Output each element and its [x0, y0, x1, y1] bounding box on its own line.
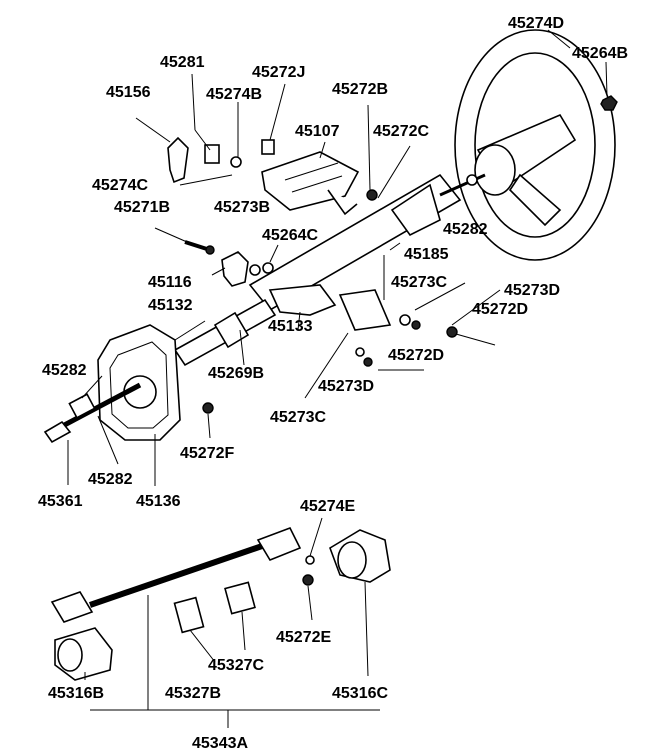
upper-bracket: [261, 151, 360, 216]
intermediate-shaft: [50, 526, 302, 623]
label-bolt-d-right: 45272D: [472, 301, 528, 318]
label-bearing-left: 45282: [42, 362, 87, 379]
label-boot-bearing: 45282: [88, 471, 133, 488]
label-steering-wheel: 45274D: [508, 15, 564, 32]
label-nut-c-mid: 45273C: [391, 274, 447, 291]
label-upper-bolt: 45272B: [332, 81, 388, 98]
label-bolt-f: 45272F: [180, 445, 234, 462]
label-washer-e: 45274E: [300, 498, 355, 515]
label-joint-cover-b: 45316B: [48, 685, 104, 702]
label-bolt-b: 45271B: [114, 199, 170, 216]
label-nut-b: 45273B: [214, 199, 270, 216]
label-nut-c-lower: 45273C: [270, 409, 326, 426]
label-lever-pivot: 45281: [160, 54, 205, 71]
label-sleeve-c: 45327C: [208, 657, 264, 674]
part-labels: 45274D 45264B 45281 45272J 45156 45274B …: [38, 15, 628, 752]
label-mast-jacket: 45132: [148, 297, 193, 314]
label-lever-washer: 45274B: [206, 86, 262, 103]
steering-wheel: [454, 29, 616, 261]
joint-cover-b: [54, 627, 113, 681]
label-bolt-e: 45272E: [276, 629, 331, 646]
joint-cover-c: [329, 529, 391, 583]
label-nut-d-lower: 45273D: [318, 378, 374, 395]
small-fasteners: [302, 555, 315, 586]
label-column-tube: 45185: [404, 246, 449, 263]
lever-assembly: [167, 136, 275, 184]
label-lever: 45156: [106, 84, 151, 101]
label-wheel-end-bearing: 45282: [443, 221, 488, 238]
mast-jacket: [173, 298, 277, 367]
label-joint-cover-c: 45316C: [332, 685, 388, 702]
bolt-b: [184, 240, 215, 255]
label-nut-c-top: 45264C: [262, 227, 318, 244]
label-washer-c: 45274C: [92, 177, 148, 194]
label-shaft-end: 45361: [38, 493, 83, 510]
sleeves: [173, 581, 256, 634]
leader-lines: [67, 29, 608, 728]
wheel-nut: [600, 95, 618, 111]
label-bracket-bolt-top: 45272J: [252, 64, 305, 81]
lower-shaft: [43, 382, 142, 444]
label-wheel-nut: 45264B: [572, 45, 628, 62]
label-bolt-d-lower: 45272D: [388, 347, 444, 364]
label-upper-bolt-c: 45272C: [373, 123, 429, 140]
lever-knob: [221, 251, 274, 287]
label-nut-d-right: 45273D: [504, 282, 560, 299]
label-boot-plate: 45136: [136, 493, 181, 510]
clamp-area: [268, 174, 478, 367]
label-sleeve-b: 45327B: [165, 685, 221, 702]
label-shaft-assembly: 45343A: [192, 735, 248, 752]
label-lever-knob: 45116: [148, 274, 192, 291]
label-clamp: 45133: [268, 318, 313, 335]
label-bushing: 45269B: [208, 365, 264, 382]
label-upper-bracket: 45107: [295, 123, 340, 140]
